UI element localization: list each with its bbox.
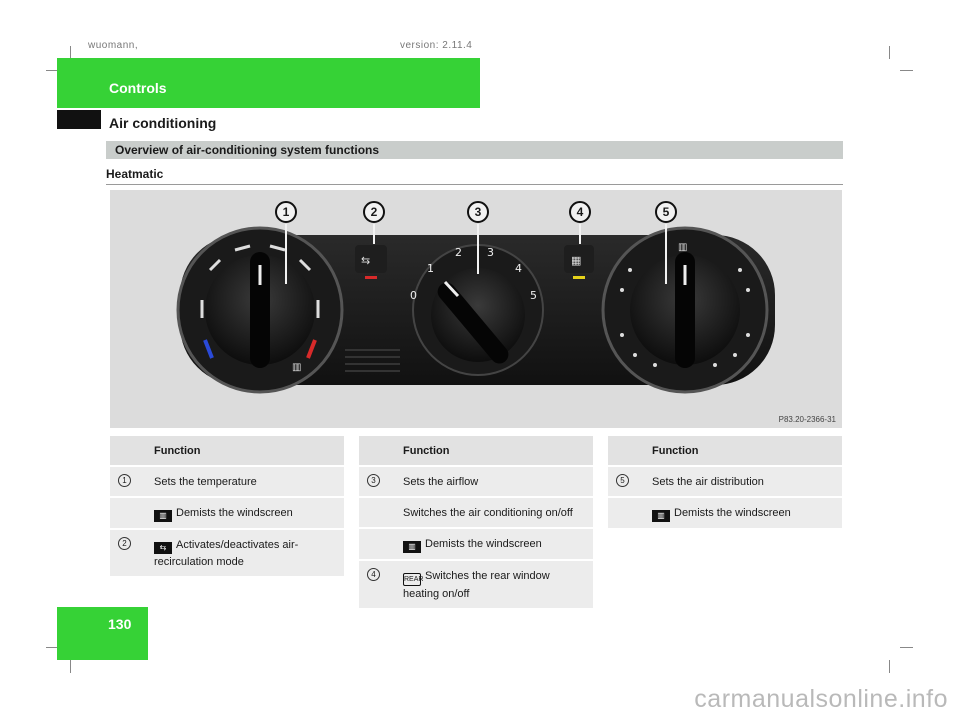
- fan-speed-1: 1: [427, 262, 434, 275]
- function-text: Activates/deactivates air-recirculation …: [154, 539, 299, 568]
- table-row: ▥ Demists the windscreen: [359, 529, 593, 561]
- table-header: Function: [110, 436, 344, 467]
- leader-line-5: [665, 224, 667, 284]
- svg-text:▦: ▦: [571, 254, 581, 267]
- control-panel-figure: ▥ ⇆ 0 1 2 3 4 5 ▦: [110, 190, 842, 428]
- table-row: Switches the air conditioning on/off: [359, 498, 593, 529]
- column-header: Function: [652, 445, 699, 457]
- svg-text:⇆: ⇆: [361, 254, 370, 267]
- table-row: ▥ Demists the windscreen: [110, 498, 344, 530]
- watermark: carmanualsonline.info: [694, 685, 948, 713]
- fan-speed-3: 3: [487, 246, 494, 259]
- function-text: Sets the airflow: [403, 476, 479, 488]
- item-number: 2: [118, 537, 131, 550]
- table-row: 3 Sets the airflow: [359, 467, 593, 498]
- crop-mark: [70, 660, 71, 673]
- column-header: Function: [154, 445, 201, 457]
- title-tab: [57, 110, 101, 129]
- fan-speed-0: 0: [410, 289, 417, 302]
- table-header: Function: [608, 436, 842, 467]
- item-number: 1: [118, 474, 131, 487]
- meta-left: wuomann,: [88, 40, 139, 51]
- table-row: 2 ⇆Activates/deactivates air-recirculati…: [110, 530, 344, 578]
- leader-line-2: [373, 224, 375, 244]
- callout-1: 1: [275, 201, 297, 223]
- fan-speed-2: 2: [455, 246, 462, 259]
- defrost-icon: ▥: [154, 510, 172, 522]
- rear-window-heat-icon: REAR: [403, 573, 423, 586]
- table-row: 5 Sets the air distribution: [608, 467, 842, 498]
- callout-2: 2: [363, 201, 385, 223]
- divider: [106, 184, 843, 185]
- item-number: 3: [367, 474, 380, 487]
- crop-mark: [46, 647, 59, 648]
- page-number-box: [57, 607, 148, 660]
- fan-speed-5: 5: [530, 289, 537, 302]
- crop-mark: [70, 46, 71, 59]
- crop-mark: [889, 46, 890, 59]
- function-text: Sets the air distribution: [652, 476, 764, 488]
- table-header: Function: [359, 436, 593, 467]
- crop-mark: [46, 70, 59, 71]
- function-text: Demists the windscreen: [425, 538, 542, 550]
- function-table-3: Function 5 Sets the air distribution ▥ De…: [608, 436, 842, 530]
- function-text: Demists the windscreen: [176, 507, 293, 519]
- leader-line-4: [579, 224, 581, 244]
- crop-mark: [900, 647, 913, 648]
- subheading: Heatmatic: [106, 167, 164, 181]
- item-number: 4: [367, 568, 380, 581]
- function-table-1: Function 1 Sets the temperature ▥ Demists…: [110, 436, 344, 578]
- defrost-icon: ▥: [652, 510, 670, 522]
- crop-mark: [889, 660, 890, 673]
- overview-bar: [106, 141, 843, 159]
- callout-4: 4: [569, 201, 591, 223]
- leader-line-3: [477, 224, 479, 274]
- figure-caption: P83.20-2366-31: [778, 415, 836, 424]
- callout-5: 5: [655, 201, 677, 223]
- overview-heading: Overview of air-conditioning system func…: [115, 143, 380, 157]
- crop-mark: [900, 70, 913, 71]
- page-title: Air conditioning: [109, 115, 217, 131]
- function-table-2: Function 3 Sets the airflow Switches the…: [359, 436, 593, 610]
- table-row: 1 Sets the temperature: [110, 467, 344, 498]
- svg-text:▥: ▥: [678, 242, 687, 253]
- function-text: Sets the temperature: [154, 476, 257, 488]
- table-row: ▥ Demists the windscreen: [608, 498, 842, 530]
- control-panel-illustration: ▥ ⇆ 0 1 2 3 4 5 ▦: [176, 226, 775, 394]
- section-label: Controls: [109, 80, 167, 96]
- defrost-icon: ▥: [403, 541, 421, 553]
- item-number: 5: [616, 474, 629, 487]
- fan-speed-labels: 0 1 2 3 4 5: [410, 246, 537, 302]
- leader-line-1: [285, 224, 287, 284]
- svg-text:▥: ▥: [292, 362, 301, 373]
- function-text: Switches the rear window heating on/off: [403, 570, 550, 600]
- section-band: [57, 58, 480, 108]
- fan-speed-4: 4: [515, 262, 522, 275]
- recirculation-icon: ⇆: [154, 542, 172, 554]
- meta-right: version: 2.11.4: [400, 40, 473, 51]
- function-text: Switches the air conditioning on/off: [403, 507, 573, 519]
- page-number: 130: [108, 616, 132, 632]
- function-text: Demists the windscreen: [674, 507, 791, 519]
- column-header: Function: [403, 445, 450, 457]
- callout-3: 3: [467, 201, 489, 223]
